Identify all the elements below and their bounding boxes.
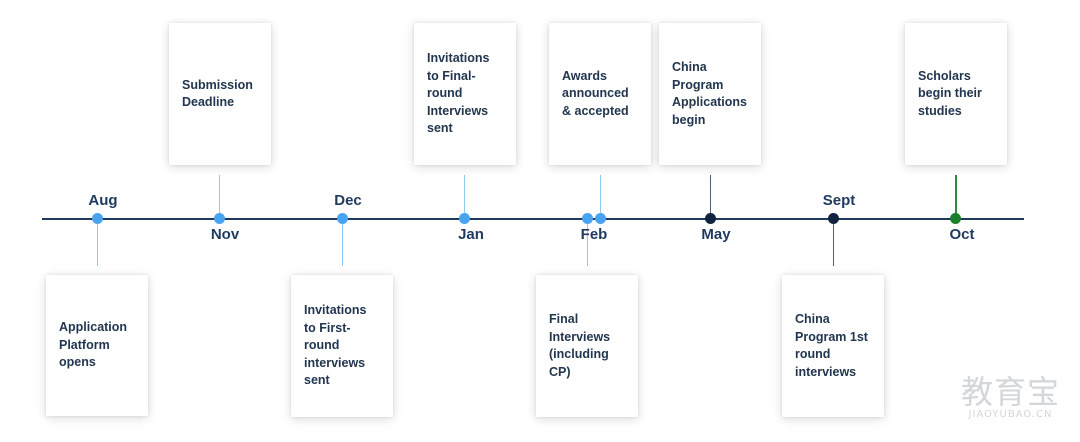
event-label: Final Interviews (including CP) xyxy=(549,312,611,379)
dot-jan xyxy=(459,213,470,224)
event-label: Invitations to Final- round Interviews s… xyxy=(427,51,490,136)
event-label: Invitations to First- round interviews s… xyxy=(304,303,367,388)
event-label: Scholars begin their studies xyxy=(918,68,982,118)
event-card-china-first-round: China Program 1st round interviews xyxy=(782,275,884,417)
event-card-awards: Awards announced & accepted xyxy=(549,23,651,165)
month-label-may: May xyxy=(701,226,731,243)
connector-may xyxy=(710,175,711,219)
connector-sept xyxy=(833,219,834,266)
connector-jan xyxy=(464,175,465,219)
dot-feb-final-interviews xyxy=(582,213,593,224)
event-label: Application Platform opens xyxy=(59,320,128,370)
connector-feb-awards xyxy=(600,175,601,219)
month-label-aug: Aug xyxy=(88,192,118,209)
timeline-axis xyxy=(42,218,1024,220)
month-label-jan: Jan xyxy=(458,226,484,243)
dot-sept xyxy=(828,213,839,224)
event-label: China Program Applications begin xyxy=(672,60,748,127)
month-label-oct: Oct xyxy=(949,226,975,243)
dot-nov xyxy=(214,213,225,224)
event-card-first-round-invitations: Invitations to First- round interviews s… xyxy=(291,275,393,417)
event-card-china-applications: China Program Applications begin xyxy=(659,23,761,165)
event-label: Awards announced & accepted xyxy=(562,68,629,118)
dot-oct xyxy=(950,213,961,224)
connector-nov xyxy=(219,175,220,219)
event-card-scholars-begin: Scholars begin their studies xyxy=(905,23,1007,165)
dot-may xyxy=(705,213,716,224)
event-label: Submission Deadline xyxy=(182,77,253,110)
event-card-final-round-invitations: Invitations to Final- round Interviews s… xyxy=(414,23,516,165)
watermark: 教育宝 JIAOYUBAO.CN xyxy=(961,375,1060,420)
event-label: China Program 1st round interviews xyxy=(795,312,868,379)
event-card-application-platform: Application Platform opens xyxy=(46,275,148,416)
month-label-sept: Sept xyxy=(822,192,856,209)
connector-feb-final-interviews xyxy=(587,219,588,266)
watermark-main: 教育宝 xyxy=(960,373,1060,411)
dot-feb-awards xyxy=(595,213,606,224)
month-label-feb: Feb xyxy=(580,226,608,243)
connector-dec xyxy=(342,219,343,266)
month-label-nov: Nov xyxy=(210,226,240,243)
dot-aug xyxy=(92,213,103,224)
month-label-dec: Dec xyxy=(334,192,362,209)
event-card-final-interviews: Final Interviews (including CP) xyxy=(536,275,638,417)
connector-aug xyxy=(97,219,98,266)
event-card-submission-deadline: Submission Deadline xyxy=(169,23,271,165)
watermark-sub: JIAOYUBAO.CN xyxy=(968,409,1053,420)
dot-dec xyxy=(337,213,348,224)
connector-oct xyxy=(955,175,957,219)
